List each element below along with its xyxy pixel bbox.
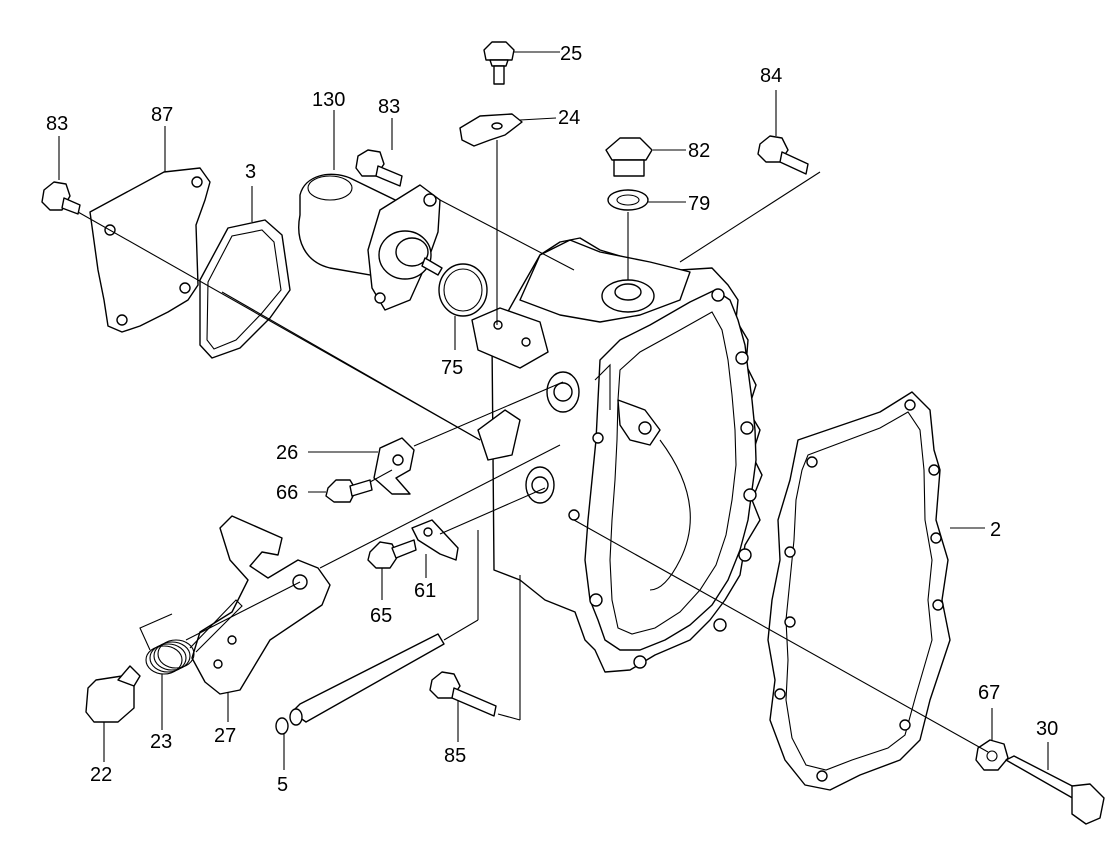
leader-lines bbox=[58, 51, 1049, 770]
plug-82 bbox=[605, 137, 653, 177]
callout-66: 66 bbox=[276, 482, 298, 504]
plate-26 bbox=[373, 437, 415, 495]
housing bbox=[471, 237, 763, 673]
o-ring-75 bbox=[438, 263, 488, 317]
plate-61 bbox=[411, 519, 459, 561]
callout-130: 130 bbox=[312, 89, 345, 111]
bolt-30 bbox=[1005, 755, 1105, 825]
callout-labels: 25 24 84 82 79 83 87 130 83 3 75 26 66 2… bbox=[46, 43, 1058, 796]
callout-3: 3 bbox=[245, 161, 256, 183]
bolt-83-top bbox=[355, 149, 403, 187]
bolt-66 bbox=[325, 479, 373, 503]
callout-25: 25 bbox=[560, 43, 582, 65]
callout-85: 85 bbox=[444, 745, 466, 767]
callout-79: 79 bbox=[688, 193, 710, 215]
spring-23 bbox=[139, 599, 243, 675]
bolt-83-left bbox=[41, 181, 81, 215]
callout-83-left: 83 bbox=[46, 113, 68, 135]
solenoid-130 bbox=[298, 173, 443, 311]
callout-75: 75 bbox=[441, 357, 463, 379]
plug-22 bbox=[85, 665, 141, 723]
callout-26: 26 bbox=[276, 442, 298, 464]
lever-27 bbox=[191, 515, 331, 695]
bolt-85 bbox=[429, 671, 497, 717]
bolt-84 bbox=[757, 135, 809, 175]
callout-22: 22 bbox=[90, 764, 112, 786]
callout-2: 2 bbox=[990, 519, 1001, 541]
callout-24: 24 bbox=[558, 107, 580, 129]
callout-30: 30 bbox=[1036, 718, 1058, 740]
callout-61: 61 bbox=[414, 580, 436, 602]
callout-65: 65 bbox=[370, 605, 392, 627]
callout-27: 27 bbox=[214, 725, 236, 747]
shaft-5 bbox=[275, 633, 445, 735]
callout-83-top: 83 bbox=[378, 96, 400, 118]
callout-5: 5 bbox=[277, 774, 288, 796]
callout-67: 67 bbox=[978, 682, 1000, 704]
bolt-65 bbox=[367, 539, 417, 569]
nut-67 bbox=[975, 739, 1009, 771]
callout-82: 82 bbox=[688, 140, 710, 162]
bolt-25 bbox=[483, 41, 515, 85]
gasket-2 bbox=[767, 391, 951, 791]
callout-84: 84 bbox=[760, 65, 782, 87]
washer-79 bbox=[607, 189, 649, 211]
callout-87: 87 bbox=[151, 104, 173, 126]
clip-24 bbox=[459, 113, 523, 147]
cover-87 bbox=[89, 167, 211, 333]
callout-23: 23 bbox=[150, 731, 172, 753]
gasket-3 bbox=[199, 219, 291, 359]
